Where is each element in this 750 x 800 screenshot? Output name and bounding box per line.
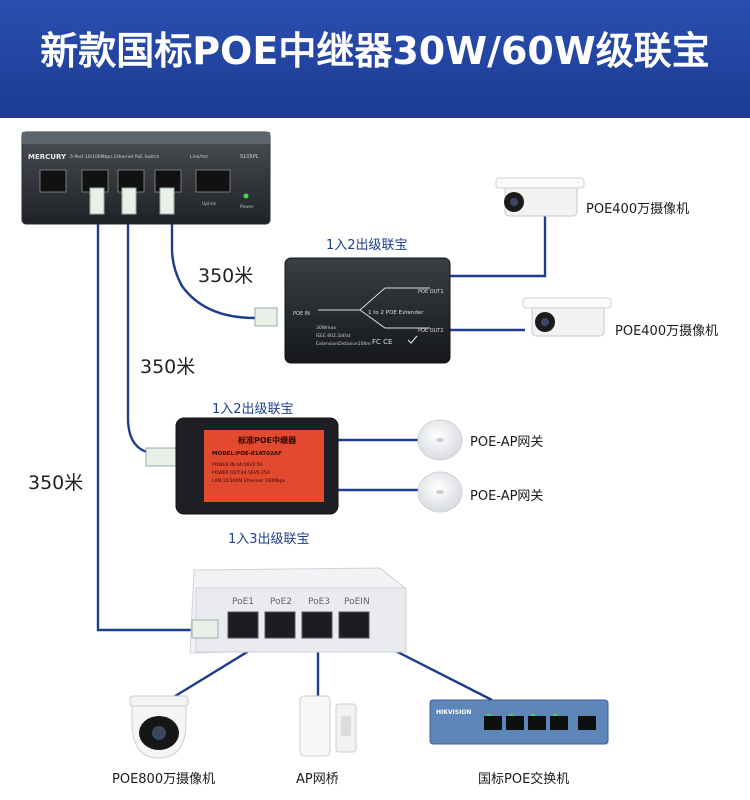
- extender-1to3-white: PoE1 PoE2 PoE3 PoEIN: [189, 567, 407, 654]
- bullet-camera-icon: [495, 177, 585, 217]
- switch-power: Power: [240, 204, 254, 210]
- ext1-spec3: ExtensionDistance100m: [316, 341, 371, 347]
- hik-brand: HIKVISION: [436, 709, 471, 716]
- ext2-model: MODEL:POE-01AT02AF: [212, 451, 282, 457]
- power-led: [243, 193, 249, 199]
- ext3-port-label: PoE2: [270, 597, 292, 607]
- cable-length-label: 350米: [198, 265, 254, 287]
- ext2-title: 标准POE中继器: [237, 435, 297, 445]
- rj45-plug: [89, 187, 105, 215]
- cable-length-label: 350米: [28, 472, 84, 494]
- ext3-port-label: PoEIN: [344, 597, 370, 607]
- cable-cam1: [450, 211, 547, 278]
- rj45-plug: [159, 187, 175, 215]
- switch-model: S105PL: [240, 154, 259, 160]
- ext1-marks: FC CE: [372, 338, 392, 346]
- ext1-out2: POE OUT2: [418, 328, 444, 334]
- switch-desc: 5-Port 10/100Mbps Ethernet PoE Switch: [70, 154, 159, 160]
- ext1-poe-in: POE IN: [293, 311, 310, 317]
- switch-link: Link/Act: [190, 154, 208, 160]
- cable-extender3: [96, 224, 195, 632]
- page-title: 新款国标POE中继器30W/60W级联宝: [40, 29, 710, 73]
- cable-length-label: 350米: [140, 356, 196, 378]
- ext2-line2: POWER OUT:44-56V0.25A: [212, 470, 271, 476]
- switch-ports: [39, 169, 231, 193]
- switch-uplink: Uplink: [202, 201, 217, 207]
- switch-brand: MERCURY: [28, 153, 67, 161]
- diagram-canvas: MERCURY 5-Port 10/100Mbps Ethernet PoE S…: [0, 118, 750, 800]
- extender-1to2-orange: 标准POE中继器 MODEL:POE-01AT02AF POWER IN:44-…: [145, 417, 339, 515]
- ext1-out1: POE OUT1: [418, 289, 444, 295]
- ext1-center: 1 to 2 POE Extender: [368, 310, 424, 316]
- ext1-spec1: 30Wmax: [316, 325, 336, 331]
- extender3-label: 1入3出级联宝: [228, 532, 310, 547]
- ceiling-ap-icon: [417, 471, 463, 513]
- ap1-label: POE-AP网关: [470, 435, 544, 450]
- cable-extender2: [126, 224, 151, 455]
- switch-label: 国标POE交换机: [478, 772, 570, 787]
- bullet-camera-icon: [522, 297, 612, 337]
- rj45-plug: [191, 619, 219, 639]
- camera1-label: POE400万摄像机: [586, 202, 690, 217]
- extender1-label: 1入2出级联宝: [326, 238, 408, 253]
- mercury-poe-switch: MERCURY 5-Port 10/100Mbps Ethernet PoE S…: [21, 131, 271, 225]
- ext3-port-label: PoE1: [232, 597, 254, 607]
- rj45-plug: [121, 187, 137, 215]
- ap2-label: POE-AP网关: [470, 489, 544, 504]
- title-banner: 新款国标POE中继器30W/60W级联宝: [0, 0, 750, 118]
- dome-camera-label: POE800万摄像机: [112, 772, 216, 787]
- cable-extender1: [170, 224, 256, 320]
- ext1-spec2: IEEE 802.3af/at: [316, 333, 351, 339]
- cable-lines: [96, 211, 547, 702]
- ap-bridge-icon: [299, 695, 357, 757]
- check-icon: [407, 335, 418, 344]
- rj45-plug: [145, 447, 177, 467]
- ext2-line1: POWER IN:44-56V0.5A: [212, 462, 264, 468]
- ceiling-ap-icon: [417, 419, 463, 461]
- extender-1to2-black: POE IN POE OUT1 POE OUT2 1 to 2 POE Exte…: [254, 257, 451, 364]
- rj45-plug: [254, 307, 278, 327]
- dome-camera-icon: [129, 695, 189, 759]
- camera2-label: POE400万摄像机: [615, 324, 719, 339]
- hikvision-poe-switch: HIKVISION: [429, 699, 609, 745]
- ext3-port-label: PoE3: [308, 597, 330, 607]
- bridge-label: AP网桥: [296, 772, 339, 787]
- extender2-label: 1入2出级联宝: [212, 402, 294, 417]
- ext2-line3: LAN:10/100M Ethernet 100Mbps: [212, 478, 286, 484]
- topology-diagram: MERCURY 5-Port 10/100Mbps Ethernet PoE S…: [21, 131, 612, 759]
